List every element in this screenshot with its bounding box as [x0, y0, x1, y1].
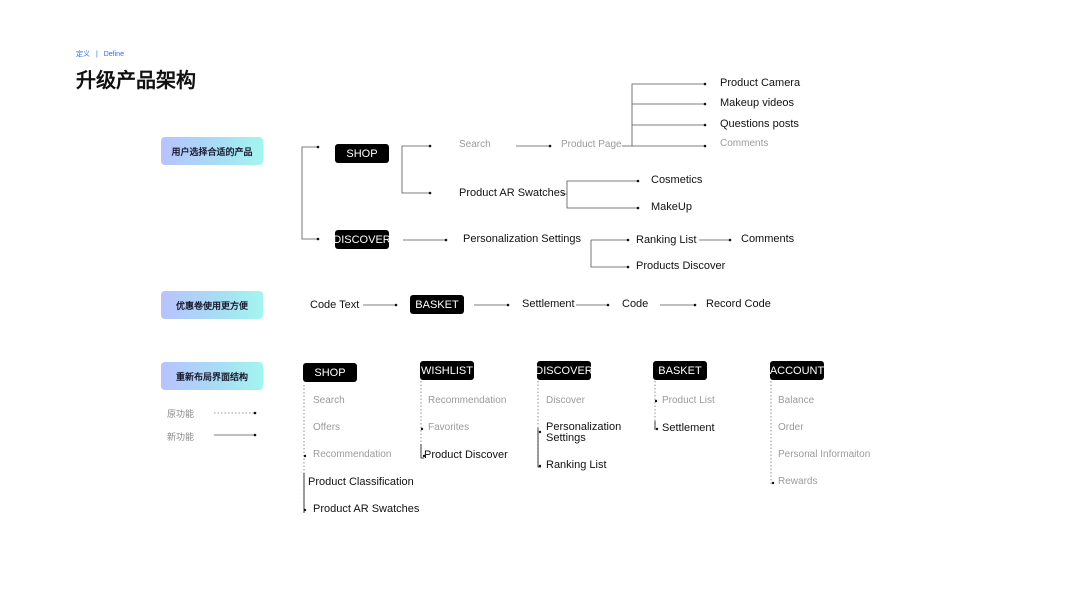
column-item: Ranking List	[546, 459, 607, 471]
code-text-node: Code Text	[310, 299, 360, 311]
column-item: Product Classification	[308, 476, 414, 488]
column-item: Personal Informaiton	[778, 449, 871, 460]
comments-node: Comments	[720, 138, 769, 149]
makeup-node: MakeUp	[651, 201, 692, 213]
record-code-node: Record Code	[706, 298, 771, 310]
column-item: Product AR Swatches	[313, 503, 420, 515]
column-header: DISCOVER	[535, 361, 593, 380]
discover-node: DISCOVER	[333, 230, 391, 249]
column-item: Recommendation	[428, 395, 507, 406]
column-item: Favorites	[428, 422, 470, 433]
column-item: Offers	[313, 422, 341, 433]
breadcrumb-en: Define	[103, 51, 124, 58]
column-header: WISHLIST	[420, 361, 474, 380]
settlement-node: Settlement	[522, 298, 575, 310]
shop-node: SHOP	[335, 144, 389, 163]
product-camera-node: Product Camera	[720, 77, 801, 89]
section-label-relayout: 重新布局界面结构	[161, 362, 263, 390]
column-item: Order	[778, 422, 804, 433]
code-node: Code	[622, 298, 649, 310]
column-header: SHOP	[303, 363, 357, 382]
breadcrumb-cn: 定义	[76, 51, 90, 58]
column-item: Balance	[778, 395, 815, 406]
page-title: 升级产品架构	[76, 68, 196, 92]
questions-posts-node: Questions posts	[720, 118, 799, 130]
column-item: Search	[313, 395, 345, 406]
column-item: Settlement	[662, 422, 715, 434]
column-item: Recommendation	[313, 449, 392, 460]
ranking-list-node: Ranking List	[636, 234, 697, 246]
column-item: Product Discover	[424, 449, 508, 461]
column-item: Product List	[662, 395, 715, 406]
column-item: Personalization Settings	[546, 421, 622, 444]
column-item: Rewards	[778, 476, 818, 487]
product-page-node: Product Page	[561, 139, 622, 150]
cosmetics-node: Cosmetics	[651, 174, 703, 186]
legend-old-function: 原功能	[167, 410, 195, 420]
personalization-node: Personalization Settings	[463, 233, 582, 245]
search-node: Search	[459, 139, 491, 150]
makeup-videos-node: Makeup videos	[720, 97, 794, 109]
column-item: Discover	[546, 395, 585, 406]
section-label-choose-product: 用户选择合适的产品	[161, 137, 263, 165]
ranking-comments-node: Comments	[741, 233, 795, 245]
breadcrumb: 定义 | Define	[76, 49, 124, 59]
products-discover-node: Products Discover	[636, 260, 726, 272]
column-header: ACCOUNT	[770, 361, 824, 380]
ar-swatches-node: Product AR Swatches	[459, 187, 566, 199]
column-header: BASKET	[653, 361, 707, 380]
breadcrumb-separator: |	[95, 51, 98, 58]
legend-new-function: 新功能	[167, 433, 195, 443]
section-label-coupon: 优惠卷使用更方便	[161, 291, 263, 319]
basket-node: BASKET	[410, 295, 464, 314]
